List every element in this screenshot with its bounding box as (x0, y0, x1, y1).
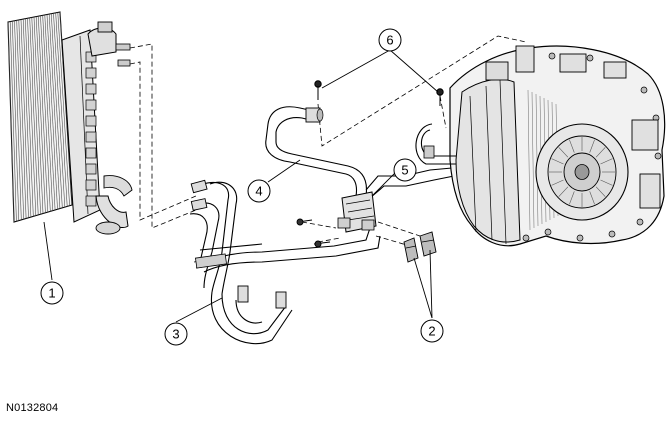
callout-6: 6 (378, 28, 402, 52)
fasteners (314, 80, 444, 106)
callout-4: 4 (247, 179, 271, 203)
callout-2-label: 2 (428, 324, 435, 339)
cooler-hose-assembly (189, 179, 381, 345)
callout-3: 3 (164, 322, 188, 346)
figure-id: N0132804 (6, 402, 59, 414)
callout-6-label: 6 (386, 33, 393, 48)
callout-1-label: 1 (48, 286, 55, 301)
leader-lines (43, 49, 439, 323)
callout-5: 5 (393, 158, 417, 182)
clamps (403, 231, 437, 263)
callout-1: 1 (40, 281, 64, 305)
callout-5-label: 5 (401, 163, 408, 178)
transaxle (415, 45, 666, 247)
callout-2: 2 (420, 319, 444, 343)
cooler-tube (265, 106, 455, 199)
radiator (7, 11, 133, 235)
callout-4-label: 4 (255, 184, 262, 199)
fitting-bracket (296, 191, 377, 248)
callout-3-label: 3 (172, 327, 179, 342)
